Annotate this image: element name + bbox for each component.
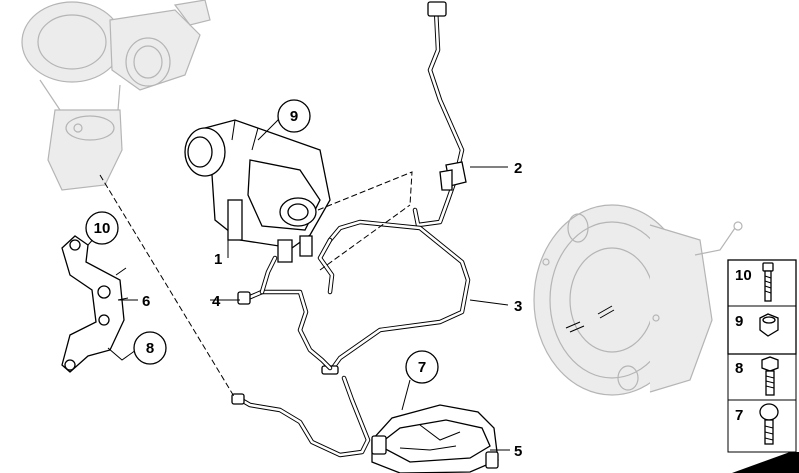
callout-circle-10: 10 <box>85 211 119 245</box>
legend-frame <box>727 259 797 355</box>
pressure-converter <box>184 119 331 263</box>
callout-circle-9: 9 <box>277 99 311 133</box>
legend-label-8: 8 <box>735 360 743 377</box>
bracket <box>61 235 129 373</box>
brake-booster-ghost <box>533 204 743 396</box>
dashed-leaders <box>99 171 413 399</box>
callout-10: 10 <box>94 220 111 237</box>
callout-5: 5 <box>514 443 522 460</box>
vacuum-reservoir <box>371 404 499 473</box>
callout-8: 8 <box>146 340 154 357</box>
callout-circle-7: 7 <box>405 350 439 384</box>
legend-label-7: 7 <box>735 407 743 424</box>
round-head-bolt-icon <box>759 403 779 445</box>
callout-2: 2 <box>514 160 522 177</box>
callout-7: 7 <box>418 359 426 376</box>
pointer-arrow-icon <box>732 452 799 473</box>
legend-label-9: 9 <box>735 313 743 330</box>
callout-6: 6 <box>142 293 150 310</box>
callout-1: 1 <box>214 251 222 268</box>
vacuum-hose <box>231 219 471 458</box>
callout-circle-8: 8 <box>133 331 167 365</box>
fastener-legend: 10 9 8 7 <box>727 259 799 473</box>
legend-label-10: 10 <box>735 267 752 284</box>
small-hose <box>237 255 333 371</box>
callout-leaders <box>87 117 510 451</box>
callout-3: 3 <box>514 298 522 315</box>
flange-bolt-icon <box>761 356 779 396</box>
sensor-line <box>412 1 467 228</box>
bolt-long-icon <box>762 262 774 302</box>
hex-nut-icon <box>759 313 779 337</box>
turbocharger-ghost <box>21 0 211 191</box>
callout-9: 9 <box>290 108 298 125</box>
callout-4: 4 <box>212 293 221 310</box>
